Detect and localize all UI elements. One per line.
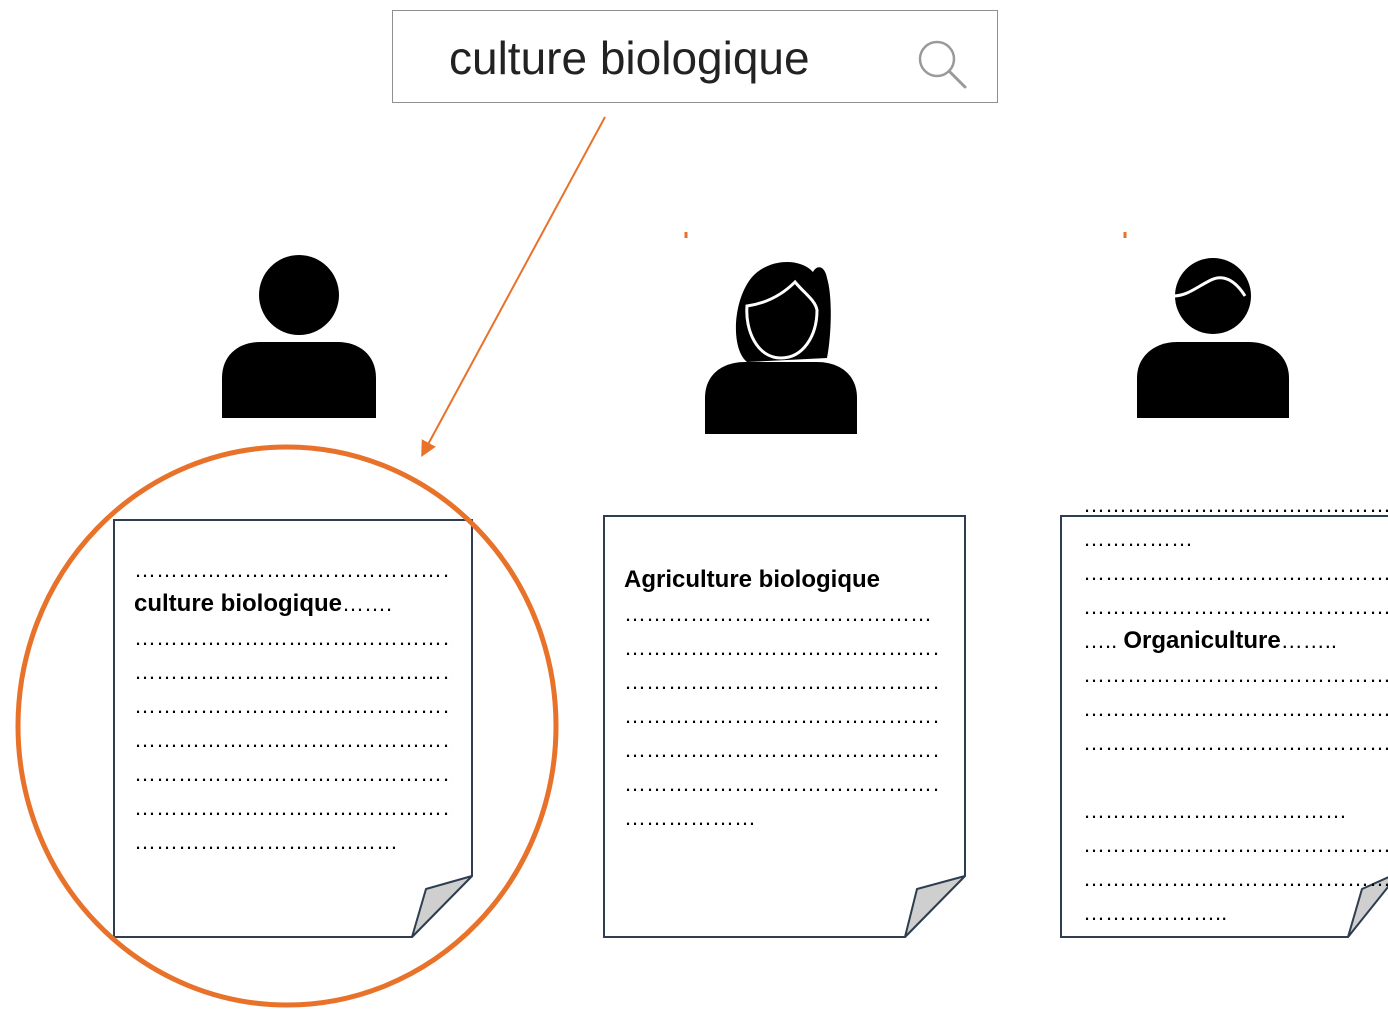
document-line <box>1083 760 1388 794</box>
document-line: …………………………………………… <box>1083 662 1388 687</box>
keyword: culture biologique <box>134 590 342 617</box>
keyword: Agriculture biologique <box>624 566 880 593</box>
person-icon <box>222 255 376 418</box>
search-icon[interactable] <box>913 35 973 95</box>
document-line: ……………………………………… <box>624 771 942 796</box>
document-line: Agriculture biologique <box>624 563 942 597</box>
document-line: …………… <box>1083 526 1193 551</box>
document-line: …………………………………………… <box>1083 832 1388 857</box>
document-line: ……………………………… <box>1083 798 1347 823</box>
document-line: ……………………………………… <box>134 557 452 582</box>
document-line: ……………………………………… <box>134 625 452 650</box>
line-prefix: ….. <box>1083 628 1124 653</box>
document-line: ……………………………… <box>134 829 398 854</box>
document-3 <box>1060 515 1388 938</box>
document-line: ……………….. <box>1083 900 1228 925</box>
arrow <box>421 116 606 458</box>
document-line: …………………………………………… <box>1083 866 1388 891</box>
search-query[interactable]: culture biologique <box>449 32 810 84</box>
keyword: Organiculture <box>1123 627 1281 654</box>
document-line: ……………………………………… <box>624 635 942 660</box>
search-box[interactable]: culture biologique <box>392 10 998 103</box>
line-suffix: …….. <box>1280 628 1337 653</box>
document-2-text: Agriculture biologique………………………………………………… <box>624 563 942 835</box>
document-2 <box>603 515 966 938</box>
document-line: ……………………………………… <box>624 737 942 762</box>
woman-icon <box>705 261 857 434</box>
document-line: ……………………………………… <box>134 727 452 752</box>
document-line: ……………… <box>624 805 756 830</box>
document-line: …………………………………………… <box>1083 730 1388 755</box>
document-line: culture biologique……. <box>134 587 452 621</box>
document-line: ……………………………………… <box>624 669 942 694</box>
document-line: …………………………………… <box>624 601 932 626</box>
document-line: ….. Organiculture…….. <box>1083 624 1388 658</box>
document-line: ……………………………………… <box>134 795 452 820</box>
document-line: …………………………………………… <box>1083 594 1388 619</box>
document-line: …………………………………………… <box>1083 492 1388 517</box>
document-line: ……………………………………… <box>134 761 452 786</box>
document-line: ……………………………………… <box>624 703 942 728</box>
highlight-circle <box>15 444 559 1008</box>
document-1-text: ……………………………………… culture biologique……. …………… <box>134 553 452 859</box>
line-suffix: ……. <box>342 591 393 616</box>
document-1 <box>113 519 473 938</box>
document-line: ……………………………………… <box>134 693 452 718</box>
document-line: …………………………………………… <box>1083 696 1388 721</box>
man-icon <box>1137 258 1289 418</box>
document-line: …………………………………………… <box>1083 560 1388 585</box>
document-3-text: …………………………………………………………………………………………………………… <box>1083 488 1388 930</box>
document-line: ……………………………………… <box>134 659 452 684</box>
